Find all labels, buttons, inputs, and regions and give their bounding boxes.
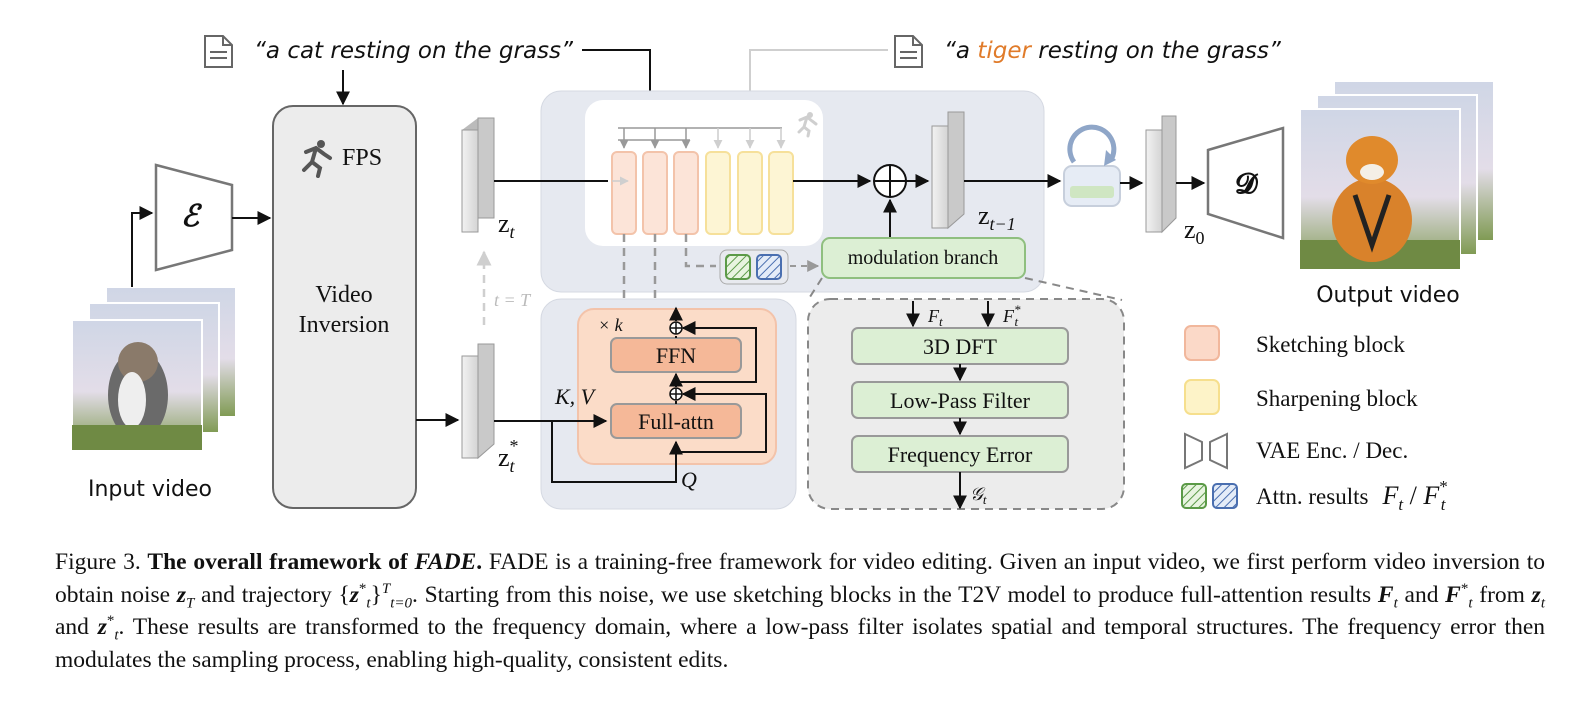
sketching-block-3 — [673, 151, 699, 235]
caption-Fts-sup: * — [1460, 580, 1469, 597]
caption-bold-period: . — [476, 549, 483, 575]
caption-s2: and trajectory { — [194, 581, 350, 608]
sketching-block-1 — [611, 151, 637, 235]
sketching-block-2 — [642, 151, 668, 235]
caption-fade-name: FADE — [414, 549, 477, 575]
caption-s7: . These results are transformed to the f… — [55, 614, 1546, 673]
label-zt: zt — [498, 209, 516, 242]
output-video-frames — [1299, 80, 1495, 270]
caption-fig-label: Figure 3. — [55, 549, 148, 575]
video-inversion-panel — [272, 105, 417, 509]
decoder — [1206, 126, 1285, 240]
running-icon — [302, 140, 332, 178]
legend-sharpening-swatch — [1184, 379, 1220, 415]
label-Ft-star: F*t — [1002, 302, 1021, 329]
label-Ft: Ft — [927, 306, 943, 329]
legend-attn-hatch-green — [1181, 483, 1207, 509]
t-eq-T-label: t = T — [494, 290, 532, 310]
legend-vae-label: VAE Enc. / Dec. — [1256, 438, 1408, 463]
caption-Ft: F — [1377, 581, 1394, 608]
encoder — [154, 163, 234, 272]
modulation-branch-label: modulation branch — [848, 247, 999, 269]
source-prompt: “a cat resting on the grass” — [254, 38, 574, 64]
target-prompt-word: tiger — [977, 38, 1032, 64]
caption-traj-close: } — [370, 581, 382, 608]
sharpening-block-1 — [705, 151, 731, 235]
doc-icon-source — [204, 35, 233, 68]
attn-hatch-green — [725, 254, 751, 280]
caption-zts-sub: t — [114, 627, 119, 644]
q-label: Q — [681, 467, 697, 492]
modulation-branch — [821, 237, 1026, 279]
latent-z0-slab — [1145, 115, 1177, 234]
latent-zt-slab — [461, 117, 495, 233]
ffn-label: FFN — [656, 343, 696, 368]
doc-icon-target — [894, 35, 923, 68]
caption-zts-sup: * — [106, 613, 115, 630]
caption-traj-range-sup: T — [381, 580, 391, 597]
caption-Ft-sub: t — [1393, 595, 1398, 612]
decoder-symbol: 𝓓 — [1235, 169, 1259, 200]
dft-label: 3D DFT — [923, 334, 998, 359]
caption-zt-sub: t — [1540, 595, 1545, 612]
label-z0: z0 — [1184, 215, 1205, 248]
fps-label: FPS — [342, 145, 382, 171]
latent-zt-star-slab — [461, 343, 495, 460]
loop-icon — [1063, 124, 1121, 207]
input-video-label: Input video — [88, 477, 212, 502]
caption-s6: and — [55, 614, 98, 640]
caption-Fts: F — [1445, 581, 1461, 608]
figure-caption: Figure 3. The overall framework of FADE.… — [55, 546, 1545, 676]
caption-zT-sub: T — [185, 595, 195, 612]
caption-Fts-sub: t — [1468, 595, 1473, 612]
target-prompt-suffix: resting on the grass” — [1031, 38, 1282, 64]
caption-zts: z — [97, 614, 107, 640]
sharpening-block-2 — [737, 151, 763, 235]
caption-traj-range-sub: t=0 — [390, 595, 412, 612]
target-prompt: “a tiger resting on the grass” — [944, 38, 1282, 64]
legend-sharpening-label: Sharpening block — [1256, 386, 1418, 411]
add-icon — [873, 164, 907, 198]
latent-zt1-slab — [931, 111, 965, 230]
add-icon-lower — [669, 387, 683, 401]
caption-s3: . Starting from this noise, we use sketc… — [412, 581, 1378, 608]
caption-zT: z — [176, 581, 186, 608]
target-prompt-prefix: “a — [944, 38, 977, 64]
running-icon-faded — [797, 112, 818, 138]
legend-sketching-label: Sketching block — [1256, 332, 1405, 357]
caption-traj-sub: t — [366, 595, 371, 612]
caption-s5: from — [1472, 581, 1532, 608]
caption-traj-z: z — [349, 581, 359, 608]
kv-label: K, V — [554, 384, 597, 409]
caption-s4: and — [1397, 581, 1446, 608]
output-video-label: Output video — [1316, 283, 1460, 308]
repeat-k-label: × k — [598, 315, 624, 335]
legend-sketching-swatch — [1184, 325, 1220, 361]
caption-zt: z — [1531, 581, 1541, 608]
low-pass-label: Low-Pass Filter — [890, 388, 1031, 413]
label-zt1: zt−1 — [978, 201, 1016, 234]
caption-traj-sup: * — [358, 580, 367, 597]
legend-attn-hatch-blue — [1212, 483, 1238, 509]
add-icon-upper — [669, 321, 683, 335]
label-zt-star: z*t — [498, 436, 519, 476]
attn-hatch-blue — [756, 254, 782, 280]
framework-diagram: “a cat resting on the grass” “a tiger re… — [71, 35, 1495, 514]
encoder-symbol: ℰ — [181, 200, 203, 233]
label-Gt: 𝒢t — [970, 484, 987, 507]
caption-s1: FADE is a training-free framework for vi… — [55, 549, 1545, 608]
caption-bold-title: The overall framework of — [147, 549, 415, 575]
legend-vae-icon — [1184, 432, 1228, 470]
full-attn-label: Full-attn — [638, 409, 714, 434]
sharpening-block-3 — [768, 151, 794, 235]
inversion-label-2: Inversion — [299, 312, 390, 338]
inversion-label-1: Video — [315, 282, 372, 308]
freq-error-label: Frequency Error — [888, 442, 1033, 467]
input-video-frames — [71, 286, 237, 451]
